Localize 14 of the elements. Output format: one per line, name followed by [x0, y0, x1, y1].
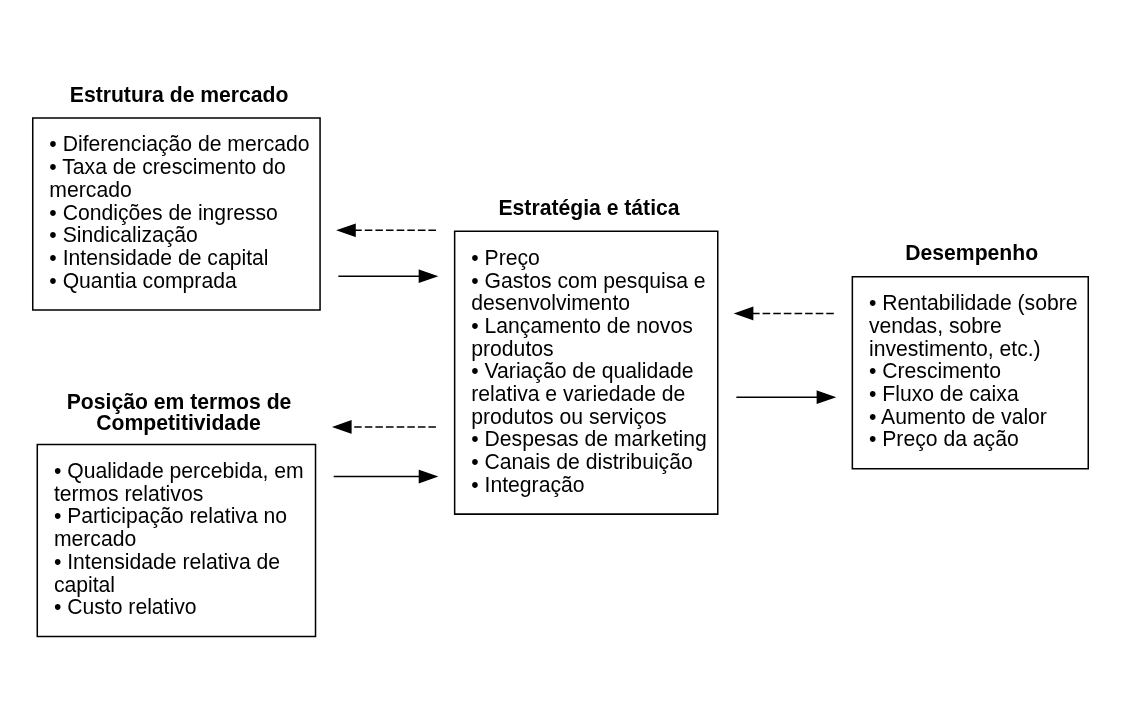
arrow	[331, 419, 437, 434]
node-box: • Qualidade percebida, em termos relativos • Participação relativa no mercado • Intensidade relativa de capital • Custo relativo	[36, 443, 317, 637]
node-label: Estrutura de mercado	[69, 82, 289, 106]
node-label: Desempenho	[905, 240, 1039, 264]
arrow	[733, 306, 835, 320]
node-box: • Diferenciação de mercado • Taxa de crescimento do mercado • Condições de ingresso • Sindicalização • Intensidade de capital • Quantia comprada	[32, 116, 321, 311]
arrow	[336, 222, 437, 237]
node-box: • Preço • Gastos com pesquisa e desenvolvimento • Lançamento de novos produtos • Variação de qualidade relativa e variedade de produtos ou serviços • Despesas de marketing • Canais de distribuição • Integração	[453, 230, 719, 515]
node-label: Estratégia e tática	[498, 195, 680, 219]
node-label: Posição em termos de Competitividade	[66, 389, 292, 434]
arrow	[337, 268, 439, 283]
node-box: • Rentabilidade (sobre vendas, sobre investimento, etc.) • Crescimento • Fluxo de caixa • Aumento de valor • Preço da ação	[851, 275, 1089, 469]
arrow	[332, 469, 439, 483]
arrow	[735, 389, 837, 404]
